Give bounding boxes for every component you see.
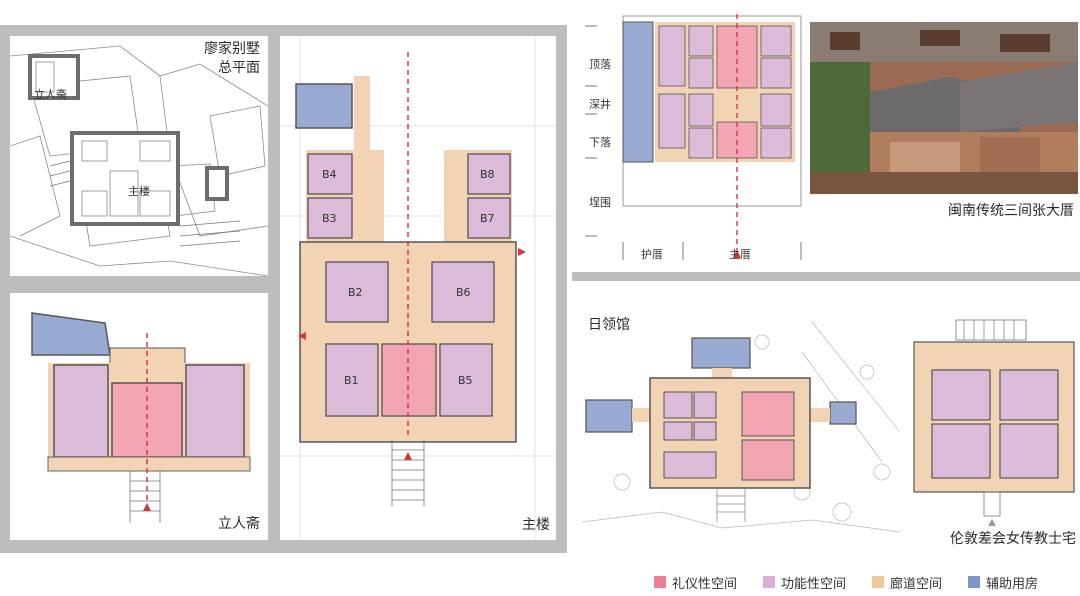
site-plan-panel: 廖家别墅 总平面 立人斋 主楼 xyxy=(10,36,268,276)
site-plan-title-2: 总平面 xyxy=(218,60,260,76)
right-divider-bar xyxy=(572,272,1080,281)
liren-panel: 立人斋 xyxy=(10,293,268,540)
main-building-panel: B4 B3 B8 B7 B2 B6 B1 B5 主楼 xyxy=(280,36,556,540)
trad-label-xialuo: 下落 xyxy=(589,136,611,149)
photo-caption: 闽南传统三间张大厝 xyxy=(948,203,1074,219)
trad-label-hucuo: 护厝 xyxy=(641,248,663,261)
site-plan-drawing xyxy=(10,45,268,276)
traditional-plan-panel: 顶落 深井 下落 埕围 护厝 主厝 xyxy=(583,14,805,266)
lundun-panel: 伦敦差会女传教士宅 xyxy=(904,312,1080,548)
liren-caption: 立人斋 xyxy=(218,516,260,532)
room-label-b1: B1 xyxy=(344,374,359,387)
legend-label-auxiliary: 辅助用房 xyxy=(986,576,1039,592)
legend: 礼仪性空间 功能性空间 廊道空间 辅助用房 xyxy=(654,570,1038,594)
rilingguan-caption: 日领馆 xyxy=(588,317,630,333)
legend-item-corridor: 廊道空间 xyxy=(872,573,942,592)
legend-label-functional: 功能性空间 xyxy=(781,576,847,592)
trad-label-chengwei: 埕围 xyxy=(589,196,611,209)
rilingguan-panel: 日领馆 xyxy=(582,312,900,548)
room-label-b8: B8 xyxy=(480,168,495,181)
liren-plan xyxy=(31,312,251,523)
legend-item-auxiliary: 辅助用房 xyxy=(968,573,1038,592)
site-plan-label-liren: 立人斋 xyxy=(34,88,67,101)
lundun-plan xyxy=(913,319,1075,526)
site-plan-label-main: 主楼 xyxy=(128,185,150,198)
site-plan-title-1: 廖家别墅 xyxy=(204,41,260,57)
legend-swatch-ceremonial xyxy=(654,576,666,588)
trad-label-shenjing: 深井 xyxy=(589,98,611,111)
room-label-b6: B6 xyxy=(456,286,471,299)
main-building-plan xyxy=(280,36,556,540)
traditional-plan xyxy=(585,14,802,260)
room-label-b4: B4 xyxy=(322,168,337,181)
rilingguan-plan xyxy=(582,321,900,533)
legend-label-corridor: 廊道空间 xyxy=(890,576,943,592)
traditional-photo-panel: 闽南传统三间张大厝 xyxy=(810,22,1078,268)
legend-swatch-corridor xyxy=(872,576,885,588)
legend-label-ceremonial: 礼仪性空间 xyxy=(672,576,738,592)
lundun-caption: 伦敦差会女传教士宅 xyxy=(950,531,1076,547)
main-building-caption: 主楼 xyxy=(522,517,550,533)
room-label-b3: B3 xyxy=(322,212,337,225)
room-label-b2: B2 xyxy=(348,286,363,299)
legend-item-ceremonial: 礼仪性空间 xyxy=(654,573,737,592)
legend-swatch-functional xyxy=(763,576,776,588)
legend-item-functional: 功能性空间 xyxy=(763,573,846,592)
room-label-b5: B5 xyxy=(458,374,473,387)
traditional-house-photo xyxy=(810,22,1078,194)
room-label-b7: B7 xyxy=(480,212,495,225)
legend-swatch-auxiliary xyxy=(968,576,981,588)
trad-label-zhucuo: 主厝 xyxy=(729,248,751,261)
trad-label-dingluo: 顶落 xyxy=(589,58,611,71)
